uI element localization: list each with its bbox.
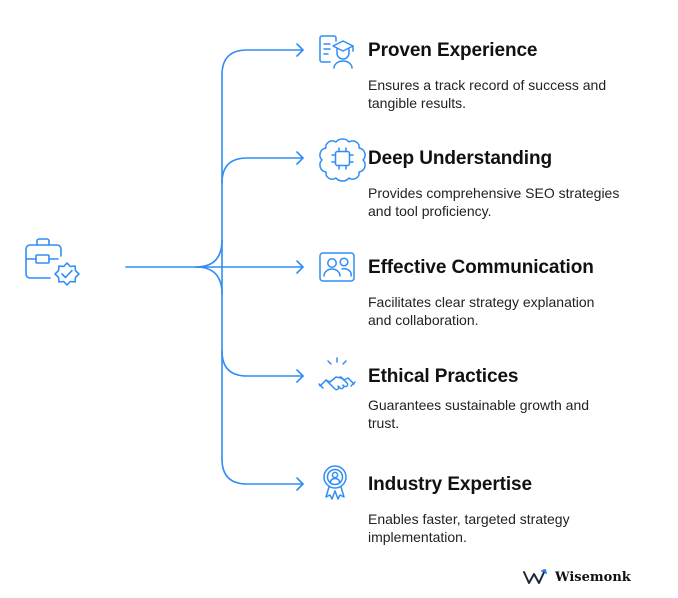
handshake-icon <box>318 357 356 391</box>
brain-chip-icon <box>319 138 366 182</box>
wisemonk-logo-icon <box>523 569 547 584</box>
item-title-effective-communication: Effective Communication <box>368 257 594 278</box>
briefcase-with-check-badge-icon <box>25 238 80 286</box>
arrowhead-effective-communication <box>296 260 304 274</box>
item-title-proven-experience: Proven Experience <box>368 40 538 61</box>
item-desc-ethical-practices: Guarantees sustainable growth and trust. <box>368 396 658 432</box>
item-desc-line: Facilitates clear strategy explanation <box>368 294 595 310</box>
connector-ethical-practices <box>221 350 304 377</box>
item-title-industry-expertise: Industry Expertise <box>368 474 532 495</box>
branch-curve-bottom <box>195 266 223 295</box>
item-desc-line: Provides comprehensive SEO strategies <box>368 185 620 201</box>
item-desc-line: trust. <box>368 415 400 431</box>
connector-proven-experience <box>221 49 304 76</box>
arrowhead-proven-experience <box>296 43 304 57</box>
brand-name: Wisemonk <box>555 569 631 585</box>
arrowhead-industry-expertise <box>296 477 304 491</box>
branch-curve-top <box>195 239 223 268</box>
item-desc-line: Guarantees sustainable growth and <box>368 397 590 413</box>
expert-award-icon <box>323 465 347 500</box>
item-desc-line: implementation. <box>368 529 467 545</box>
item-desc-industry-expertise: Enables faster, targeted strategy implem… <box>368 510 658 546</box>
branch-connectors <box>125 43 304 491</box>
certificate-graduate-icon <box>319 35 354 69</box>
item-desc-line: and tool proficiency. <box>368 203 492 219</box>
item-desc-effective-communication: Facilitates clear strategy explanation a… <box>368 293 658 329</box>
item-desc-line: tangible results. <box>368 95 467 111</box>
connector-industry-expertise <box>221 458 304 485</box>
arrowhead-ethical-practices <box>296 369 304 383</box>
item-title-deep-understanding: Deep Understanding <box>368 148 552 169</box>
item-desc-line: and collaboration. <box>368 312 479 328</box>
item-desc-line: Ensures a track record of success and <box>368 77 607 93</box>
connector-deep-understanding <box>221 157 304 184</box>
item-desc-deep-understanding: Provides comprehensive SEO strategies an… <box>368 184 658 220</box>
two-people-icon <box>319 252 355 282</box>
item-desc-proven-experience: Ensures a track record of success and ta… <box>368 76 658 112</box>
item-title-ethical-practices: Ethical Practices <box>368 366 519 387</box>
arrowhead-deep-understanding <box>296 151 304 165</box>
brand-logo: Wisemonk <box>523 568 631 586</box>
item-desc-line: Enables faster, targeted strategy <box>368 511 570 527</box>
